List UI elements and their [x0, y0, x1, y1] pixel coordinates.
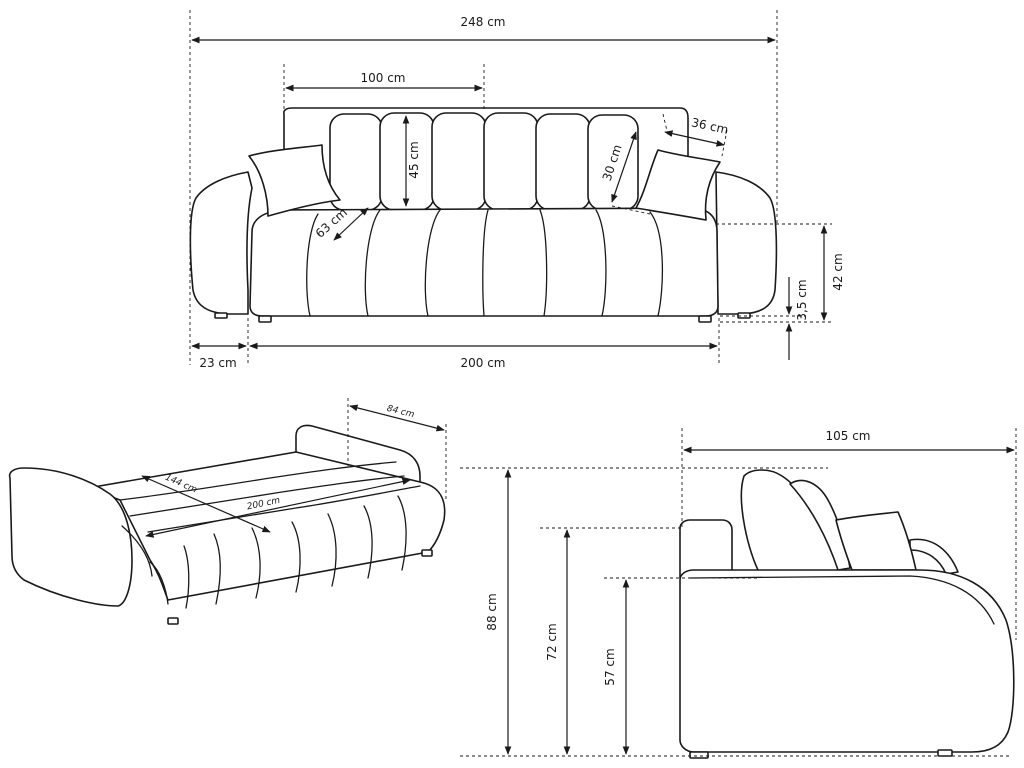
leg-height-label: 3,5 cm — [795, 279, 809, 320]
pillow-width-label: 36 cm — [690, 115, 729, 136]
side-arm-roll — [909, 538, 959, 575]
side-view-labels: 105 cm 88 cm 72 cm 57 cm — [485, 429, 871, 686]
seat-tubes — [306, 209, 664, 317]
cushion-height-label: 45 cm — [407, 141, 421, 178]
backrest-width-label: 100 cm — [360, 71, 405, 85]
total-height-label: 88 cm — [485, 593, 499, 630]
bed-view-sofa — [8, 424, 446, 625]
right-pillow — [635, 149, 721, 221]
bed-leg-right — [421, 549, 433, 557]
front-leg-right — [698, 315, 712, 323]
side-leg-left — [689, 751, 709, 759]
front-view-sofa — [189, 107, 778, 323]
side-leg-right — [937, 749, 953, 757]
arm-leg-left — [214, 312, 228, 319]
side-pillow — [835, 511, 917, 571]
front-leg-left — [258, 315, 272, 323]
seat-width-label: 200 cm — [460, 356, 505, 370]
bed-front-fold — [121, 525, 153, 577]
arm-leg-right — [737, 312, 751, 319]
right-armrest — [715, 171, 778, 315]
bed-view-dimensions — [141, 398, 447, 538]
depth-label: 105 cm — [825, 429, 870, 443]
front-view-dimensions — [189, 10, 832, 365]
side-seat-edge — [689, 575, 995, 625]
side-view-sofa — [679, 469, 1015, 759]
left-armrest — [189, 171, 253, 315]
armrest-width-label: 23 cm — [199, 356, 236, 370]
side-view-dimensions — [460, 428, 1017, 757]
bed-front-armrest — [8, 467, 133, 607]
bed-leg-left — [167, 617, 179, 625]
total-width-label: 248 cm — [460, 15, 505, 29]
arm-height-label: 57 cm — [603, 648, 617, 685]
side-back-panel — [679, 519, 733, 579]
seat-height-label: 42 cm — [831, 253, 845, 290]
arm-depth-label: 84 cm — [386, 404, 416, 421]
side-main-body — [679, 569, 1015, 753]
bed-front-panel-edge — [149, 561, 169, 605]
bed-back-armrest — [295, 424, 421, 485]
left-pillow — [248, 144, 341, 217]
back-height-label: 72 cm — [545, 623, 559, 660]
back-cushions — [329, 112, 639, 211]
